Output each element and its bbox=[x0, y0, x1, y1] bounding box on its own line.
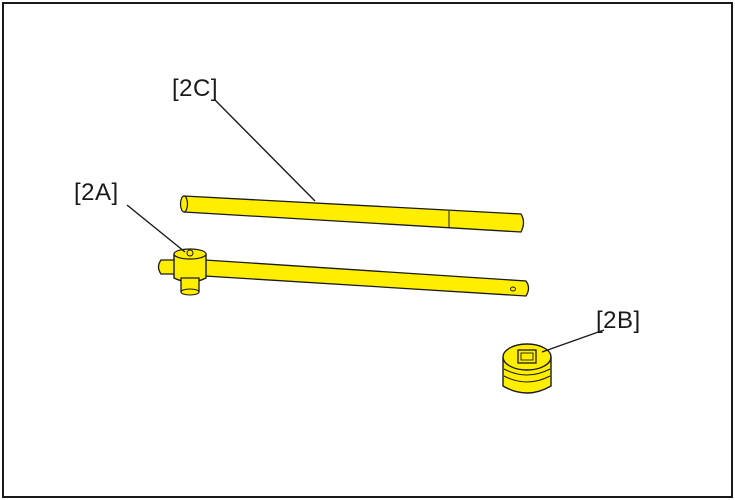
leader-line-2a bbox=[126, 204, 186, 253]
leader-line-2b bbox=[541, 329, 605, 353]
label-2b: [2B] bbox=[596, 307, 641, 334]
label-2a: [2A] bbox=[74, 179, 119, 206]
socket-2b bbox=[502, 343, 552, 394]
t-handle-bar-2a bbox=[157, 248, 530, 297]
label-2c: [2C] bbox=[172, 75, 218, 102]
leader-line-2c bbox=[214, 99, 316, 202]
extension-bar-2c bbox=[179, 195, 525, 233]
